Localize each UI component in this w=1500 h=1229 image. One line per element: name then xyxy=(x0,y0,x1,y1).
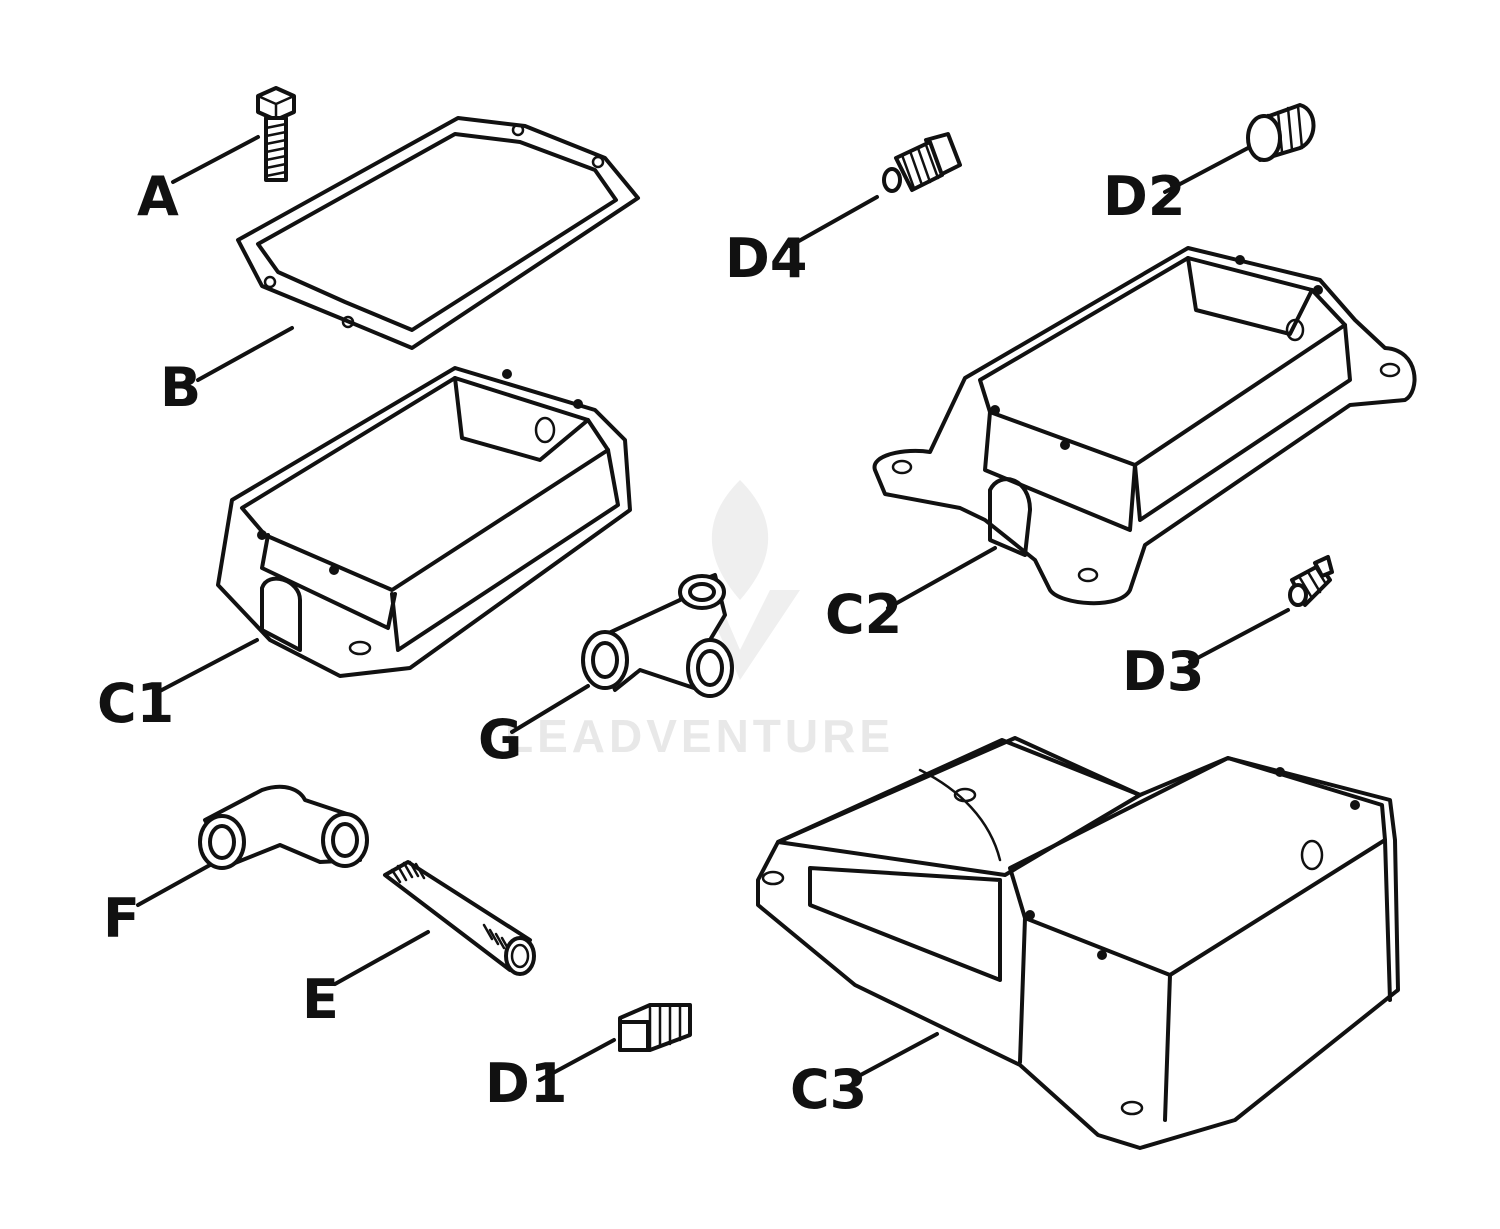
leader-lines xyxy=(136,135,1290,1082)
leader-d1 xyxy=(538,1038,616,1082)
label-e: E xyxy=(302,968,339,1031)
fitting-part-d4 xyxy=(882,132,962,193)
elbow-part-f xyxy=(198,784,369,870)
label-b: B xyxy=(160,356,201,419)
fitting-part-d3 xyxy=(1288,555,1334,607)
box-part-c3 xyxy=(756,736,1400,1150)
label-a: A xyxy=(137,165,179,228)
watermark: LEADVENTURE xyxy=(505,480,894,762)
leader-b xyxy=(196,326,294,382)
label-d4: D4 xyxy=(725,227,807,290)
watermark-text: LEADVENTURE xyxy=(505,710,894,762)
watermark-flame-icon xyxy=(700,480,800,680)
label-d2: D2 xyxy=(1103,165,1185,228)
leader-c3 xyxy=(853,1032,939,1080)
bolt-part-a xyxy=(256,86,296,182)
leader-c2 xyxy=(886,546,997,610)
nipple-part-e xyxy=(383,860,536,976)
label-f: F xyxy=(103,887,140,950)
label-c3: C3 xyxy=(790,1058,867,1121)
leader-c1 xyxy=(156,638,259,694)
leader-d2 xyxy=(1163,146,1250,194)
label-d1: D1 xyxy=(485,1052,567,1115)
gasket-part-b xyxy=(236,116,640,350)
leader-a xyxy=(171,135,260,184)
plug-part-d1 xyxy=(618,1003,692,1052)
part-labels: A B C1 C2 C3 D1 D2 D3 D4 E F G xyxy=(97,165,1204,1121)
label-g: G xyxy=(478,708,522,771)
label-d3: D3 xyxy=(1122,640,1204,703)
leader-d3 xyxy=(1188,608,1290,664)
leader-e xyxy=(333,930,430,986)
plug-part-d2 xyxy=(1246,103,1316,162)
box-part-c1 xyxy=(216,366,632,678)
label-c2: C2 xyxy=(825,583,902,646)
leader-d4 xyxy=(788,195,879,248)
leader-g xyxy=(510,684,590,734)
label-c1: C1 xyxy=(97,672,174,735)
tee-part-g xyxy=(581,573,734,698)
leader-f xyxy=(136,863,212,907)
box-part-c2 xyxy=(872,246,1417,606)
